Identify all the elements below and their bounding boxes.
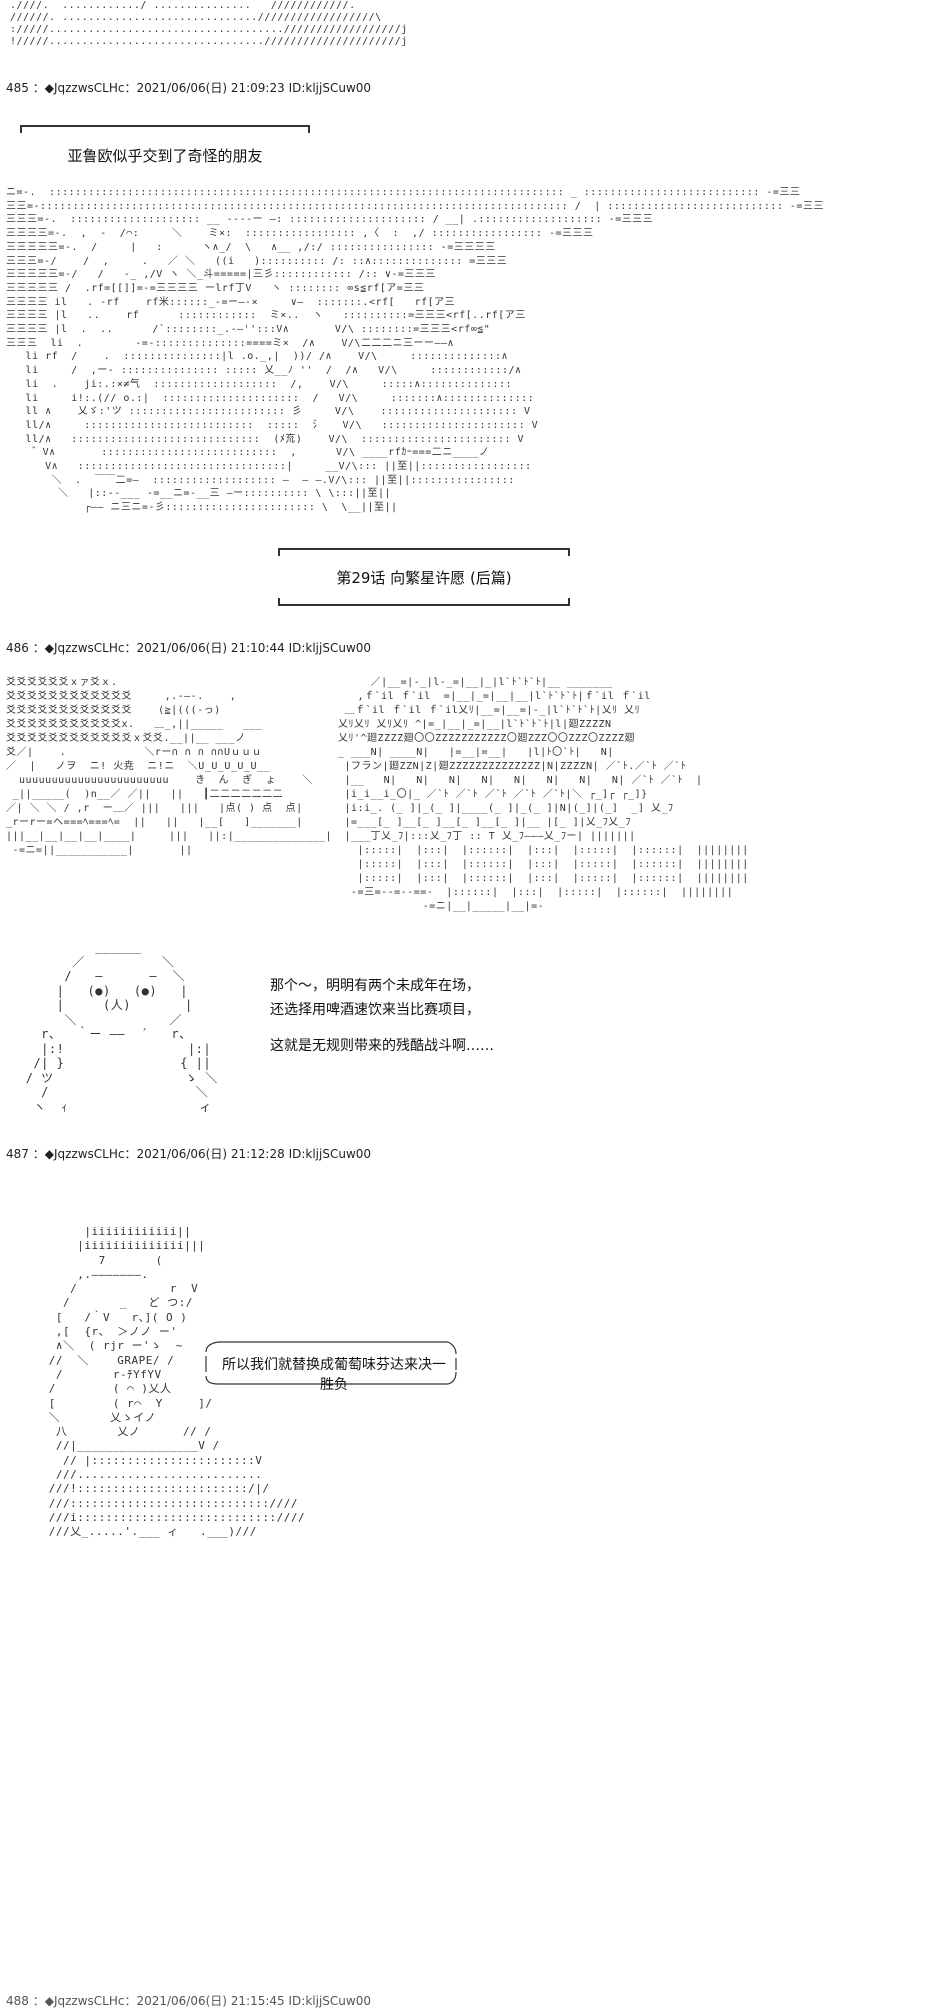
speech-bubble: 所以我们就替换成葡萄味芬达来决一胜负 [200,1338,460,1393]
post-id: ID:kljjSCuw00 [288,1147,372,1161]
festival-stall-ascii-art: 爻爻爻爻爻爻ｘァ爻ｘ. 爻爻爻爻爻爻爻爻爻爻爻爻 ,.-―-. , 爻爻爻爻爻爻… [6,677,333,856]
post-separator: ： [32,641,45,655]
poster-name: ◆JqzzwsCLHc [44,81,125,95]
post-date: 2021/06/06(日) 21:10:44 [136,641,285,655]
post-separator: ： [32,1147,45,1161]
character-ascii-art-486: ______ ／ ＼ / ― ― ＼ | (●) (●) | | (人) | ＼… [25,940,218,1114]
narration-dialog-486: 那个～，明明有两个未成年在场， 还选择用啤酒速饮来当比赛项目， 这就是无规则带来… [270,974,494,1058]
post-date: 2021/06/06(日) 21:12:28 [136,1147,285,1161]
dialog-line-2: 还选择用啤酒速饮来当比赛项目， [270,1002,480,1018]
chapter-title: 亚鲁欧似乎交到了奇怪的朋友 [67,147,263,165]
post-separator: ： [32,81,45,95]
dialog-line-1: 那个～，明明有两个未成年在场， [270,978,480,994]
bar-scene-ascii-art: ／|__=|-_|l-_=|__|_|l`ﾄ`ﾄ`ﾄ|__ _______ ,ｆ… [338,677,749,912]
speech-bubble-frame [205,1341,457,1385]
top-ascii-art: .////. ............/ ............... ///… [10,0,408,47]
post-number: 485 [6,81,29,95]
post-date: 2021/06/06(日) 21:09:23 [136,81,285,95]
post-header-486: 486 ：◆JqzzwsCLHc：2021/06/06(日) 21:10:44 … [6,641,372,655]
episode-title: 第29话 向繁星许愿 (后篇) [336,569,512,587]
post-id: ID:kljjSCuw00 [288,641,372,655]
speech-text: 所以我们就替换成葡萄味芬达来决一胜负 [222,1357,446,1393]
chapter-title-box: 亚鲁欧似乎交到了奇怪的朋友 [20,125,310,185]
scene-ascii-art-485: ニ=-. :::::::::::::::::::::::::::::::::::… [6,187,824,514]
post-header-488-cutoff: 488 ：◆JqzzwsCLHc：2021/06/06(日) 21:15:45 … [6,1994,371,2008]
dialog-line-3 [270,1022,494,1034]
post-header-487: 487 ：◆JqzzwsCLHc：2021/06/06(日) 21:12:28 … [6,1147,372,1161]
poster-name: ◆JqzzwsCLHc [44,1147,125,1161]
poster-name: ◆JqzzwsCLHc [44,641,125,655]
post-id: ID:kljjSCuw00 [288,81,372,95]
character-grape-ascii-art: |iiiiiiiiiiii|| |iiiiiiiiiiiiii||| 7 ( ,… [48,1225,306,1539]
post-header-485: 485 ：◆JqzzwsCLHc：2021/06/06(日) 21:09:23 … [6,81,372,95]
post-number: 487 [6,1147,29,1161]
post-number: 486 [6,641,29,655]
dialog-line-4: 这就是无规则带来的残酷战斗啊…… [270,1038,494,1054]
episode-title-box: 第29话 向繁星许愿 (后篇) [278,548,570,606]
